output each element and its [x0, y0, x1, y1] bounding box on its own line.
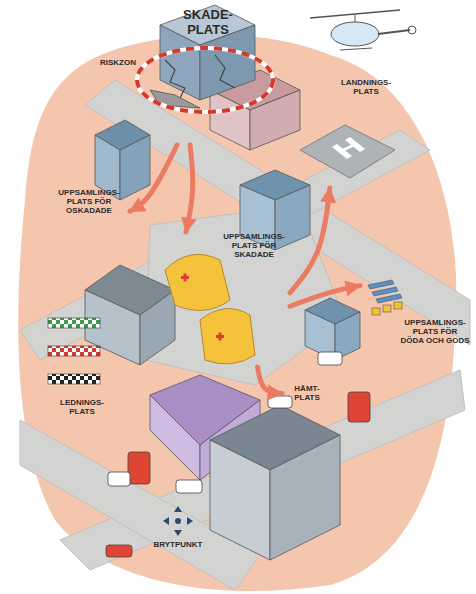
vehicle: [106, 545, 132, 557]
body-and-goods: [394, 302, 402, 309]
building: [120, 135, 150, 200]
damaged-building: [150, 5, 255, 108]
command-flags: [48, 318, 100, 328]
building: [210, 440, 270, 560]
risk-zone-tape: [137, 48, 273, 112]
break-point-symbol: [174, 530, 182, 536]
damaged-building: [165, 60, 185, 98]
place-node: LANDNINGS- PLATS: [292, 78, 400, 188]
tent: [184, 274, 187, 282]
body-and-goods: [383, 305, 391, 312]
place-node: UPPSAMLINGS- PLATS FÖR OSKADADE: [48, 186, 130, 228]
helicopter: [340, 48, 372, 50]
flow-arrow: [290, 188, 330, 293]
body-and-goods: [372, 308, 380, 315]
street: [60, 370, 465, 570]
risk-zone-tape: [137, 48, 273, 112]
place-name: LANDNINGS- PLATS: [334, 78, 398, 96]
helicopter: [331, 22, 379, 46]
command-flags: [48, 346, 100, 356]
body-and-goods: [376, 294, 402, 303]
break-point-symbol: [175, 518, 181, 524]
site-area: [18, 35, 456, 591]
place-node: HÄMT- PLATS: [282, 380, 332, 414]
street: [20, 80, 470, 590]
place-node: UPPSAMLINGS- PLATS FÖR SKADADE: [160, 232, 290, 367]
map-label: LEDNINGS- PLATS: [52, 398, 112, 416]
place-name: HÄMT- PLATS: [284, 384, 330, 402]
place-name: UPPSAMLINGS- PLATS FÖR SKADADE: [218, 232, 290, 260]
vehicle: [268, 396, 292, 408]
place-node: UPPSAMLINGS- PLATS FÖR DÖDA OCH GODS: [360, 262, 472, 380]
place-name: UPPSAMLINGS- PLATS FÖR OSKADADE: [50, 188, 128, 216]
landing-pad: [300, 125, 395, 178]
building: [210, 90, 250, 150]
damaged-building: [150, 90, 200, 108]
site-area: [18, 35, 456, 591]
flow-arrow: [130, 145, 177, 211]
street: [145, 205, 345, 385]
vehicle: [108, 472, 130, 486]
map-label: RISKZON: [88, 58, 148, 67]
place-name: SKADE- PLATS: [178, 8, 238, 38]
tent: [200, 309, 255, 364]
flow-arrow: [258, 367, 283, 394]
damaged-building: [215, 55, 235, 88]
landing-pad: [300, 125, 395, 178]
vehicle: [348, 392, 370, 422]
tent: [165, 254, 230, 310]
flow-arrow: [186, 145, 193, 232]
landing-pad: [340, 143, 357, 152]
helicopter: [408, 26, 416, 34]
risk-zone-tape: [137, 48, 273, 112]
command-flags: [48, 318, 100, 384]
body-and-goods: [368, 280, 394, 289]
break-point-symbol: [163, 517, 169, 525]
body-and-goods: [372, 287, 398, 296]
vehicle: [176, 480, 202, 493]
vehicle: [106, 352, 370, 557]
tent: [165, 254, 255, 364]
helicopter: [310, 10, 416, 50]
break-point-symbol: [187, 517, 193, 525]
tent: [219, 333, 222, 341]
break-point-symbol: [163, 506, 193, 536]
building: [270, 435, 340, 560]
flow-arrow: [290, 286, 360, 307]
place-node: SKADE- PLATS: [158, 2, 258, 145]
vehicle: [128, 452, 150, 484]
map-label: BRYTPUNKT: [143, 540, 213, 549]
building: [150, 395, 200, 480]
body-and-goods: [368, 280, 402, 315]
building: [140, 290, 175, 365]
vehicle: [318, 352, 342, 365]
place-name: UPPSAMLINGS- PLATS FÖR DÖDA OCH GODS: [400, 318, 470, 346]
command-flags: [48, 374, 100, 384]
helicopter: [378, 30, 410, 34]
break-point-symbol: [174, 506, 182, 512]
